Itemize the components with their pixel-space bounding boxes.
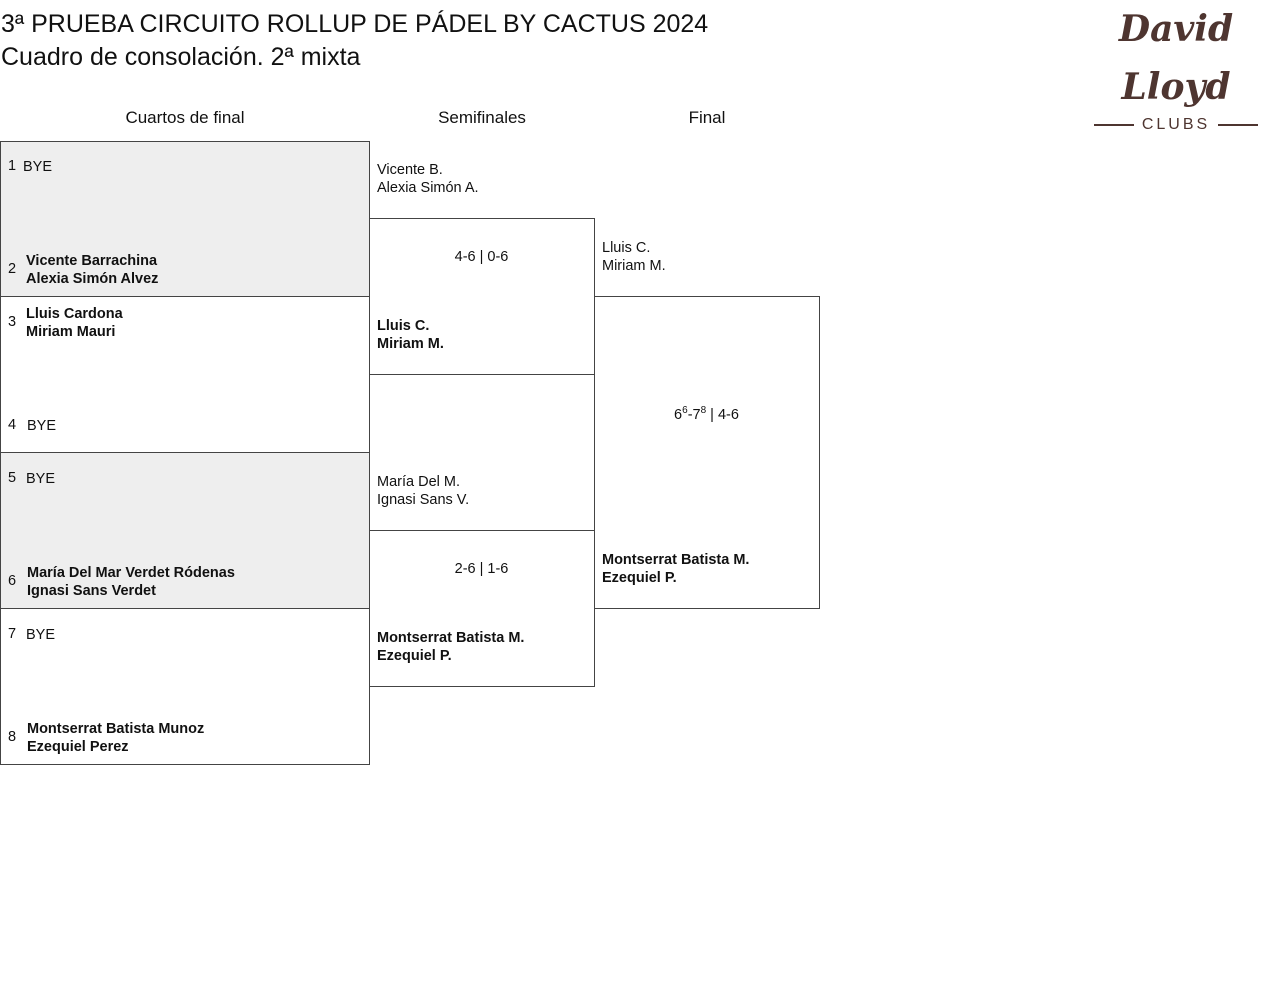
final-match bbox=[594, 296, 820, 609]
sf-score: 2-6 | 1-6 bbox=[454, 561, 509, 577]
seed: 6 bbox=[8, 573, 17, 589]
sf-team-bottom: Lluis C.Miriam M. bbox=[377, 318, 444, 352]
team-entry: BYE bbox=[27, 418, 57, 434]
seed: 4 bbox=[8, 417, 17, 433]
round-header-final: Final bbox=[688, 108, 726, 127]
team-entry: BYE bbox=[26, 627, 56, 643]
qf-match-1 bbox=[0, 141, 370, 297]
sf-score: 4-6 | 0-6 bbox=[454, 249, 509, 265]
seed: 2 bbox=[8, 261, 17, 277]
seed: 3 bbox=[8, 314, 17, 330]
round-header-quarterfinals: Cuartos de final bbox=[125, 108, 245, 127]
seed: 1 bbox=[8, 158, 17, 174]
sf-team-top: María Del M.Ignasi Sans V. bbox=[377, 474, 470, 508]
final-score: 66-78 | 4-6 bbox=[674, 405, 739, 423]
seed: 8 bbox=[8, 729, 17, 745]
final-team-top: Lluis C.Miriam M. bbox=[602, 240, 666, 274]
page-subtitle: Cuadro de consolación. 2ª mixta bbox=[1, 43, 361, 71]
team-entry: BYE bbox=[23, 159, 53, 175]
qf-match-3 bbox=[0, 452, 370, 609]
seed: 5 bbox=[8, 470, 17, 486]
page-title: 3ª PRUEBA CIRCUITO ROLLUP DE PÁDEL BY CA… bbox=[1, 8, 708, 74]
seed: 7 bbox=[8, 626, 17, 642]
team-entry: BYE bbox=[26, 471, 56, 487]
sf-team-top: Vicente B.Alexia Simón A. bbox=[377, 162, 479, 196]
final-team-bottom: Montserrat Batista M.Ezequiel P. bbox=[602, 552, 750, 586]
round-header-semifinals: Semifinales bbox=[438, 108, 526, 127]
sf-team-bottom: Montserrat Batista M.Ezequiel P. bbox=[377, 630, 525, 664]
